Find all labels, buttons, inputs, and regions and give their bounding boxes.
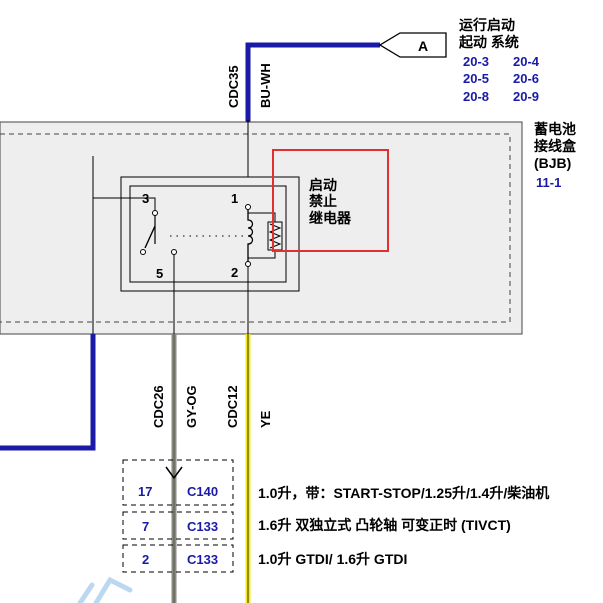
connector-c140-name: C140 xyxy=(187,484,218,499)
relay-pin1-terminal xyxy=(245,204,251,210)
relay-label-3: 继电器 xyxy=(309,210,352,226)
connector-c140-pin: 17 xyxy=(138,484,152,499)
connector-c133-b-box[interactable] xyxy=(122,544,234,573)
relay-diode-wire xyxy=(248,212,276,222)
connector-c133-a-name: C133 xyxy=(187,519,218,534)
relay-pin3-terminal xyxy=(152,210,158,216)
wire-cdc12-circuit: CDC12 xyxy=(225,385,240,428)
relay-pin2-terminal xyxy=(245,261,251,267)
relay-suppressor-zigzag xyxy=(268,223,282,249)
wire-cdc35-circuit: CDC35 xyxy=(226,65,241,108)
connector-a-ref-2: 20-4 xyxy=(513,54,540,69)
connector-c133-a-pin: 7 xyxy=(142,519,149,534)
bjb-name-3: (BJB) xyxy=(534,155,571,171)
relay-label-1: 启动 xyxy=(309,177,337,193)
watermark-fragment xyxy=(77,576,133,603)
connector-a-title-2: 起动 系统 xyxy=(458,34,519,50)
wire-cdc35-color: BU-WH xyxy=(258,63,273,108)
relay-inner-box xyxy=(129,185,287,283)
connector-a-title-1: 运行启动 xyxy=(459,17,515,33)
wire-blue-lower xyxy=(0,334,96,451)
connector-a-shape[interactable] xyxy=(378,32,447,58)
connector-c133-a-description: 1.6升 双独立式 凸轮轴 可变正时 (TIVCT) xyxy=(258,517,511,533)
relay-label-2: 禁止 xyxy=(309,193,337,209)
relay-pin-1: 1 xyxy=(231,191,238,206)
connector-c133-b-description: 1.0升 GTDI/ 1.6升 GTDI xyxy=(258,551,407,567)
wire-cdc12-color: YE xyxy=(258,410,273,428)
bjb-inner-dashed-border xyxy=(0,133,511,323)
relay-coil xyxy=(247,210,254,262)
bjb-ref: 11-1 xyxy=(536,175,561,190)
connector-a-label: A xyxy=(418,38,428,54)
wire-cdc26-circuit: CDC26 xyxy=(151,385,166,428)
connector-c140-terminal-icon xyxy=(165,466,183,480)
relay-pin-2: 2 xyxy=(231,265,238,280)
relay-switch-terminal xyxy=(140,249,146,255)
connector-a-ref-1: 20-3 xyxy=(463,54,489,69)
relay-pin-3: 3 xyxy=(142,191,149,206)
connector-c133-b-name: C133 xyxy=(187,552,218,567)
connector-a-ref-6: 20-9 xyxy=(513,89,539,104)
wire-cdc35 xyxy=(245,42,380,122)
connector-c140-box[interactable] xyxy=(122,459,234,506)
relay-pin5-terminal xyxy=(171,249,177,255)
relay-diode-wire-bottom xyxy=(248,250,276,259)
relay-highlight-box xyxy=(272,149,389,252)
connector-c140-description: 1.0升，带：START-STOP/1.25升/1.4升/柴油机 xyxy=(258,485,549,501)
connector-a-ref-5: 20-8 xyxy=(463,89,489,104)
connector-a-ref-3: 20-5 xyxy=(463,71,489,86)
bjb-name-2: 接线盒 xyxy=(534,138,577,154)
connector-c133-a-box[interactable] xyxy=(122,511,234,540)
connector-c133-b-pin: 2 xyxy=(142,552,149,567)
connector-a-ref-4: 20-6 xyxy=(513,71,539,86)
relay-pin-5: 5 xyxy=(156,266,163,281)
bjb-name-1: 蓄电池 xyxy=(534,121,576,137)
wire-cdc26-color: GY-OG xyxy=(184,385,199,428)
relay-switch-blade xyxy=(144,225,156,249)
